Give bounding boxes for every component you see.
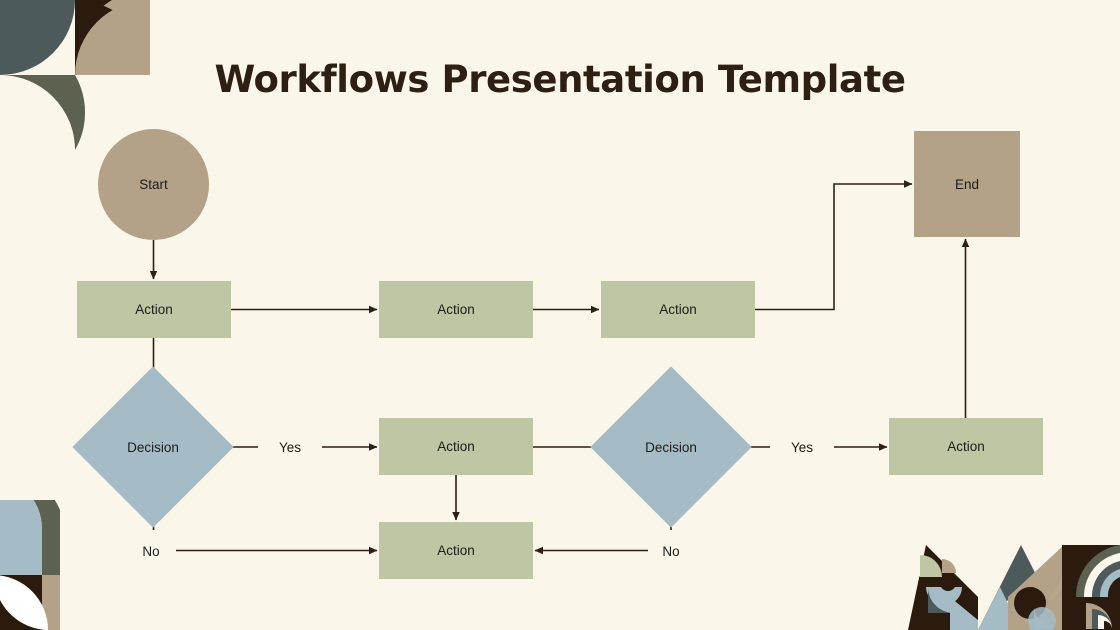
edge-label-no-1: No [142, 543, 160, 559]
node-start[interactable]: Start [98, 129, 209, 240]
node-decision-2[interactable]: Decision [590, 366, 752, 528]
node-action-2[interactable]: Action [379, 281, 533, 338]
edge-label-yes-1: Yes [278, 439, 302, 455]
edge-label-no-2: No [662, 543, 680, 559]
node-start-label: Start [139, 177, 168, 192]
node-decision-2-label: Decision [645, 439, 697, 455]
node-action-6-label: Action [437, 543, 475, 558]
node-action-1-label: Action [135, 302, 173, 317]
node-end-label: End [954, 176, 980, 192]
node-action-3-label: Action [659, 302, 697, 317]
edge-label-yes-2: Yes [790, 439, 814, 455]
node-action-6[interactable]: Action [379, 522, 533, 579]
page-title: Workflows Presentation Template [214, 58, 906, 101]
node-action-1[interactable]: Action [77, 281, 231, 338]
node-end[interactable]: End [914, 131, 1020, 237]
edge-action3-end [755, 180, 913, 311]
node-action-5-label: Action [947, 439, 985, 454]
node-action-2-label: Action [437, 302, 475, 317]
node-action-4-label: Action [437, 439, 475, 454]
node-action-3[interactable]: Action [601, 281, 755, 338]
node-decision-1[interactable]: Decision [72, 366, 234, 528]
node-action-5[interactable]: Action [889, 418, 1043, 475]
node-decision-1-label: Decision [127, 439, 179, 455]
node-action-4[interactable]: Action [379, 418, 533, 475]
